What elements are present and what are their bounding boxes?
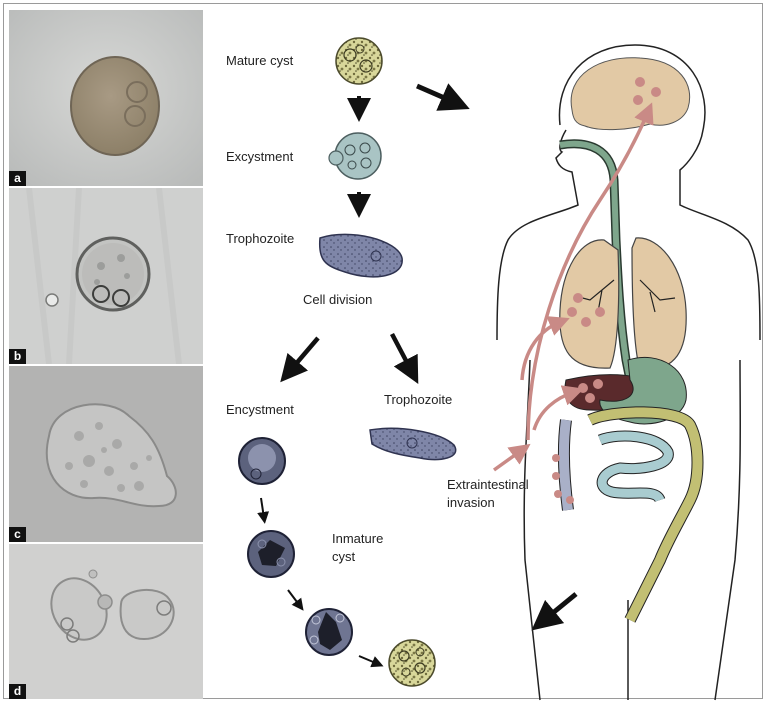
- label-mature-cyst: Mature cyst: [226, 54, 293, 69]
- label-immature-cyst-line1: Inmature: [332, 532, 383, 547]
- immature-cyst-1-icon: [248, 531, 294, 577]
- arrow-to-mature-icon: [359, 656, 378, 664]
- label-extraintestinal-line1: Extraintestinal: [447, 478, 529, 493]
- label-trophozoite-1: Trophozoite: [226, 232, 294, 247]
- label-immature-cyst-line2: cyst: [332, 550, 355, 565]
- mature-cyst-2-icon: [389, 640, 435, 686]
- trophozoite-1-icon: [320, 234, 403, 276]
- arrow-from-human-icon: [543, 594, 576, 621]
- brain-icon: [571, 58, 690, 130]
- label-excystment: Excystment: [226, 150, 293, 165]
- intestines-icon: [552, 412, 698, 620]
- excystment-icon: [329, 133, 381, 179]
- label-extraintestinal-line2: invasion: [447, 496, 495, 511]
- trophozoite-2-icon: [370, 428, 456, 459]
- encystment-icon: [239, 438, 285, 484]
- label-trophozoite-2: Trophozoite: [384, 393, 452, 408]
- arrow-to-immature-1-icon: [261, 498, 264, 518]
- mature-cyst-icon: [336, 38, 382, 84]
- label-cell-division: Cell division: [303, 293, 372, 308]
- arrow-to-trophozoite-icon: [392, 334, 412, 372]
- label-encystment: Encystment: [226, 403, 294, 418]
- arrow-to-encystment-icon: [289, 338, 318, 372]
- arrow-to-human-icon: [417, 86, 456, 103]
- arrow-to-immature-2-icon: [288, 590, 300, 606]
- immature-cyst-2-icon: [306, 609, 352, 655]
